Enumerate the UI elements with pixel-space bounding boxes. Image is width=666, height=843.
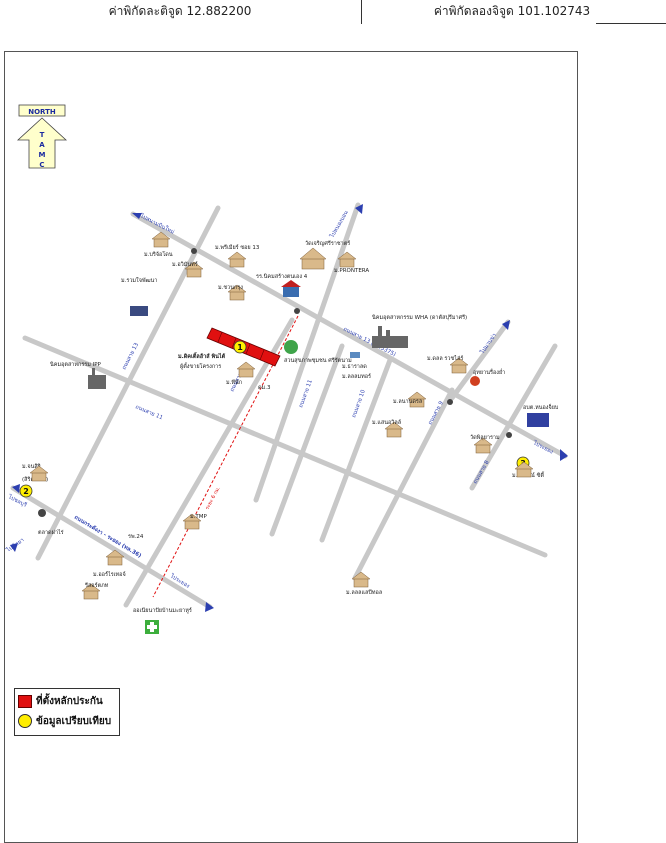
coordinate-header: ค่าพิกัดละติจูด 12.882200 ค่าพิกัดลองจิจ… [0, 0, 666, 24]
place-label: ม.พรีเมียร์ ซอย 13 [215, 244, 260, 251]
place-label: สวนสุขภาพชุมชน ศรีรัตนาม [284, 357, 352, 364]
place-label: ม.ชวนกรุง [218, 284, 243, 291]
place-label: ม.TMP [190, 514, 207, 520]
junction-icon-4 [506, 432, 512, 438]
map-legend: ที่ตั้งหลักประกัน ข้อมูลเปรียบเทียบ [14, 688, 120, 736]
direction-arrows [10, 204, 568, 612]
place-label: รพ.24 [128, 534, 144, 540]
place-label: ม.รวมใจพัฒนา [121, 277, 157, 284]
svg-text:2: 2 [23, 487, 29, 496]
compass-letter-m: M [39, 151, 46, 159]
store-icon [350, 352, 360, 358]
place-label: อบต.หนองจ็ยบ [523, 403, 559, 411]
road-label-8: ถนนสาย 8 [472, 459, 491, 485]
place-label: ม.ลนานดรล [393, 399, 422, 405]
road-left-vertical [35, 205, 221, 561]
place-label: วัดเจริญศรีราชาตร์ [305, 240, 350, 247]
road-9 [352, 387, 455, 581]
resort-icon [470, 376, 480, 386]
header-divider [361, 0, 362, 24]
junction-icon-5 [38, 509, 46, 517]
junction-icon-3 [447, 399, 453, 405]
north-compass: NORTH T A M C [16, 104, 68, 169]
school-roof-icon [281, 280, 301, 287]
legend-property-row: ที่ตั้งหลักประกัน [18, 694, 103, 710]
road-11 [22, 335, 548, 558]
legend-property-label: ที่ตั้งหลักประกัน [36, 696, 103, 707]
road-label-v11: ถนนสาย 11 [297, 379, 314, 409]
place-label: วัดพิลุยาราม [470, 434, 500, 441]
place-label: ออเนียนาปัยบ้านมะยาหูร์ [133, 607, 192, 614]
place-label: ตลาดผ่าไร่ [38, 529, 64, 536]
compass-letter-t: T [40, 131, 45, 139]
longitude-text: ค่าพิกัดลองจิจูด 101.102743 [433, 4, 591, 18]
road-36 [10, 485, 213, 610]
place-label: นิคมอุตสาหกรรม WHA (ดาตัสปุรีมาศรี) [371, 314, 467, 321]
compass-letter-c: C [39, 161, 44, 169]
direction-banchang: ไปสนามบินใหม่ [138, 212, 176, 236]
place-label: ม.ลลลแลปีทอล [346, 589, 382, 596]
marker-1-label: ม.ดิคเติ้ลฮ้าส์ พินไต้ [178, 351, 226, 360]
property-swatch [18, 694, 32, 708]
place-label: ม.ดลล รวชไฮ่ร์ [427, 355, 463, 362]
factory-icons [88, 306, 408, 389]
marker-1: 1 [233, 340, 247, 354]
legend-comparable-label: ข้อมูลเปรียบเทียบ [36, 716, 112, 727]
place-label: ม.ลลลมทอร์ [342, 373, 371, 380]
road-8 [469, 343, 558, 491]
road-upper-north [253, 202, 361, 503]
place-label: รร.นิคมสร้างตนเอง 4 [256, 273, 308, 280]
latitude-text: ค่าพิกัดละติจูด 12.882200 [108, 4, 252, 18]
office-icon [527, 413, 549, 427]
place-label: ม.ธาราลด [342, 363, 367, 370]
place-label: ม.อวิมันทร์ [172, 261, 198, 268]
place-label: ม.ทีนัก [226, 379, 242, 386]
park-icon [284, 340, 298, 354]
road-10b [319, 357, 393, 543]
road-label-11: ถนนสาย 11 [134, 403, 164, 421]
distance-label: ระยะ 6 กม. [204, 485, 221, 510]
school-icon [283, 286, 299, 297]
junction-icon [191, 248, 197, 254]
road-12 [123, 317, 295, 608]
compass-title: NORTH [28, 108, 56, 116]
place-label: ดม.3 [258, 385, 271, 391]
compass-letter-a: A [39, 141, 45, 149]
road-label-10: ถนนสาย 10 [350, 388, 367, 418]
marker-2: 2 [19, 484, 33, 498]
map-canvas: NORTH T A M C ถนนสาย 13 (ทล.3375) ถนนสาย… [4, 104, 568, 634]
place-label: ม.แสนอวิลล์ [372, 419, 401, 426]
place-label: รีสอร์ตภท [84, 582, 109, 589]
place-label: ม.ออร์ไรเทอจ์ [93, 571, 126, 578]
place-label: ม.บริจ้อโดน [144, 250, 173, 258]
svg-text:1: 1 [237, 343, 243, 352]
house-icons [29, 231, 534, 600]
place-label: นิคมอุตสาหกรรม IPP [49, 361, 101, 368]
road-network [10, 202, 568, 610]
junction-icon-2 [294, 308, 300, 314]
road-13 [130, 211, 568, 459]
place-label: ม.PRONTERA [334, 268, 369, 274]
header-rule [596, 23, 666, 24]
road-north-right [449, 319, 511, 401]
marker-2-label: ม.จนสิริ [22, 463, 41, 470]
place-label: อุทยานรื่องย่ำ [473, 368, 505, 376]
marker-1-sublabel: ผู้ตั้งขายโครงการ [180, 362, 221, 370]
comparable-swatch [18, 714, 32, 728]
road-10 [269, 343, 345, 537]
legend-comparable-row: ข้อมูลเปรียบเทียบ [18, 714, 111, 730]
